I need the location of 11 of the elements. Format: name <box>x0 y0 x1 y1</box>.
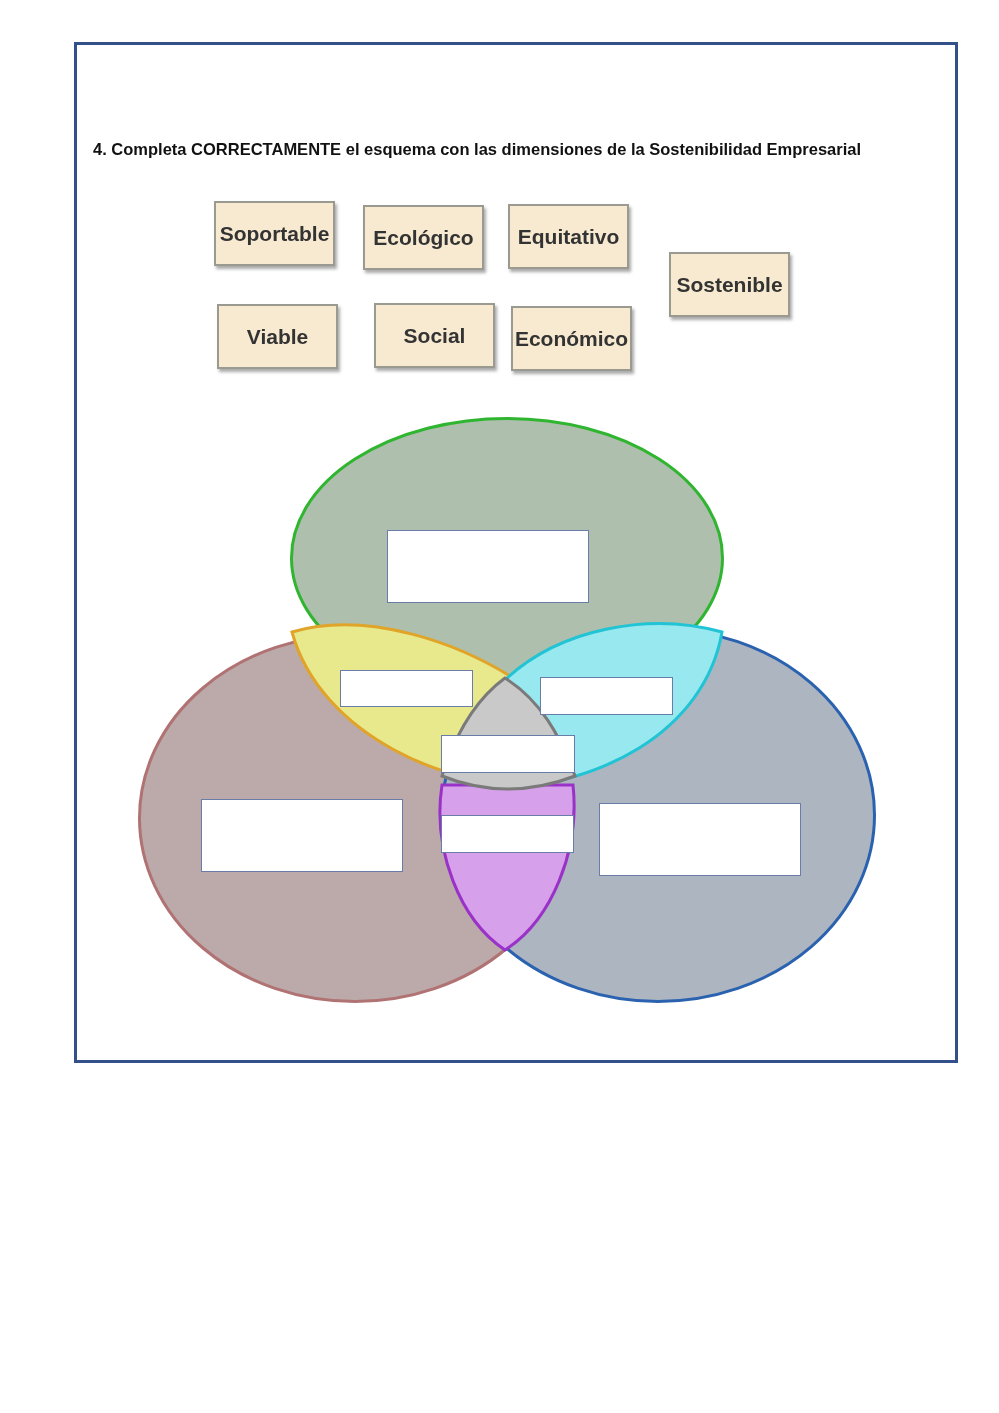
word-card: Social <box>374 303 495 368</box>
answer-box <box>201 799 403 872</box>
answer-box <box>387 530 589 603</box>
word-card: Ecológico <box>363 205 484 270</box>
word-card: Sostenible <box>669 252 790 317</box>
answer-box <box>599 803 801 876</box>
word-card: Viable <box>217 304 338 369</box>
word-card: Equitativo <box>508 204 629 269</box>
word-card: Soportable <box>214 201 335 266</box>
word-card: Económico <box>511 306 632 371</box>
instruction-text: 4. Completa CORRECTAMENTE el esquema con las dimensiones de la Sostenibilidad Empresarial <box>93 140 863 159</box>
